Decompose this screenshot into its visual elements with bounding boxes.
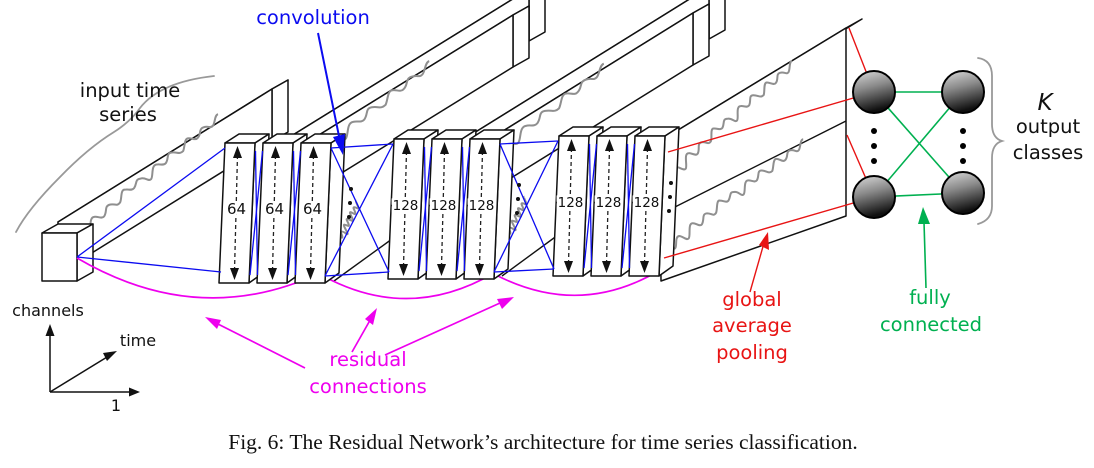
filter-count-label: 128 <box>393 198 419 214</box>
input-box <box>41 223 94 282</box>
depth-axis-label: 1 <box>111 396 121 415</box>
svg-text:connections: connections <box>309 375 427 398</box>
fully-connected-label: fully connected <box>880 286 982 336</box>
residual-connections-label: residual connections <box>309 348 427 398</box>
filter-count-label: 128 <box>596 195 622 211</box>
channels-axis-label: channels <box>12 301 84 320</box>
residual-arc <box>76 257 323 299</box>
filter-count-label: 128 <box>558 195 584 211</box>
node-ellipsis-dots <box>871 128 966 164</box>
svg-text:average: average <box>712 314 792 337</box>
output-node <box>852 175 896 219</box>
output-classes-brace <box>977 57 1006 225</box>
filter-count-label: 64 <box>265 200 284 218</box>
svg-text:residual: residual <box>329 348 406 371</box>
axis-glyph <box>45 324 140 397</box>
filter-count-label: 128 <box>431 198 457 214</box>
residual-label-arrows <box>205 297 514 369</box>
filter-count-label: 128 <box>634 195 660 211</box>
k-symbol: K <box>1037 90 1054 116</box>
time-axis-label: time <box>120 331 156 350</box>
convolution-label: convolution <box>256 6 370 29</box>
final-feature-map-slab <box>643 18 863 282</box>
output-classes-label: K output classes <box>1013 90 1084 164</box>
svg-text:input time: input time <box>80 79 180 102</box>
fc-label-arrow <box>918 207 930 289</box>
convolution-arrow <box>317 32 345 155</box>
svg-text:output: output <box>1016 115 1081 138</box>
conv-layers: 64 64 64 128 128 128 128 128 128 <box>218 126 680 284</box>
output-node <box>941 171 985 215</box>
axis-labels: channels time 1 <box>12 301 156 415</box>
figure-caption: Fig. 6: The Residual Network’s architect… <box>228 430 858 454</box>
residual-arc <box>324 272 495 300</box>
output-nodes <box>852 70 985 219</box>
svg-text:fully: fully <box>909 286 951 309</box>
filter-count-label: 64 <box>303 200 322 218</box>
residual-arc <box>495 269 661 297</box>
input-time-series-label: input time series <box>80 79 180 126</box>
input-series-bar <box>44 79 289 275</box>
output-node <box>852 70 896 114</box>
ellipsis-dots <box>347 181 673 219</box>
residual-connection-arcs <box>76 257 661 300</box>
slab-fragments <box>308 195 559 282</box>
input-brace <box>15 75 215 233</box>
svg-text:series: series <box>99 103 157 126</box>
filter-count-label: 64 <box>227 200 246 218</box>
output-node <box>941 70 985 114</box>
svg-text:connected: connected <box>880 313 982 336</box>
convolution-connections <box>76 140 636 277</box>
svg-text:classes: classes <box>1013 141 1084 164</box>
svg-text:pooling: pooling <box>716 341 788 364</box>
svg-text:global: global <box>722 288 781 311</box>
global-average-pooling-label: global average pooling <box>712 288 792 364</box>
filter-count-label: 128 <box>469 198 495 214</box>
gap-label-arrow <box>749 232 769 293</box>
